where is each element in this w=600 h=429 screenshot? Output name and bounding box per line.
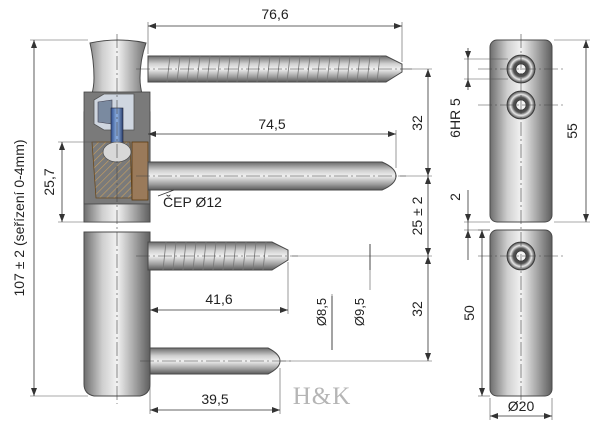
dim-25-2: 25 ± 2	[409, 196, 425, 235]
dimension-lines	[30, 22, 590, 420]
dim-dia-9-5: Ø9,5	[352, 298, 367, 326]
dim-dia-8-5: Ø8,5	[314, 298, 329, 326]
side-view-lower	[489, 229, 553, 397]
dim-6hr5: 6HR 5	[447, 98, 463, 138]
dim-32-top: 32	[409, 115, 425, 131]
dim-41-6: 41,6	[205, 291, 232, 307]
center-lines	[116, 34, 566, 404]
label-cep: ČEP Ø12	[163, 194, 222, 210]
dim-2: 2	[447, 193, 463, 201]
dim-107: 107 ± 2 (seřízení 0-4mm)	[11, 139, 27, 296]
dim-76-6: 76,6	[261, 6, 288, 22]
dim-50: 50	[461, 305, 477, 321]
dim-55: 55	[564, 123, 580, 139]
dim-39-5: 39,5	[201, 391, 228, 407]
brand-logo: H&K	[293, 383, 352, 410]
dim-dia-20: Ø20	[508, 398, 535, 414]
dim-25-7: 25,7	[41, 168, 57, 195]
upper-hinge-body	[83, 39, 151, 223]
dim-74-5: 74,5	[258, 116, 285, 132]
arrowheads	[31, 23, 589, 419]
dim-32-bottom: 32	[409, 301, 425, 317]
